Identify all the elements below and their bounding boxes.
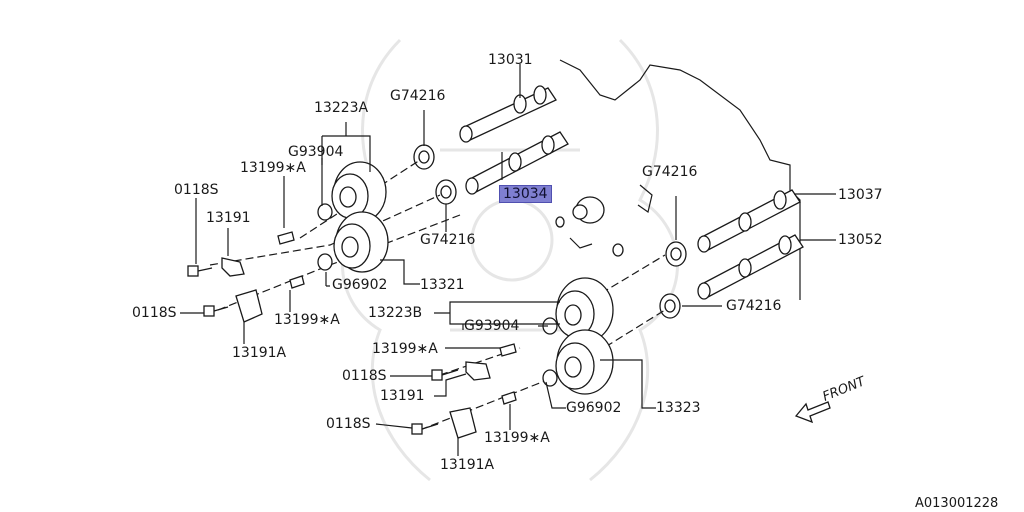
camshaft-part-13034 xyxy=(555,184,653,257)
oil-seal-inner xyxy=(670,247,682,261)
cam-sprocket-13223B xyxy=(555,277,614,343)
part-number-0118S[interactable]: 0118S xyxy=(326,416,371,432)
bolt-0118S xyxy=(411,423,439,435)
part-number-g96902[interactable]: G96902 xyxy=(566,400,622,416)
part-number-0118S[interactable]: 0118S xyxy=(174,182,219,198)
cylinder-head-outline xyxy=(559,59,801,300)
bolt-13199A xyxy=(499,343,517,357)
o-ring-g96902-top xyxy=(317,253,333,271)
part-number-13223A[interactable]: 13223A xyxy=(314,100,369,116)
part-number-13191[interactable]: 13191 xyxy=(206,210,251,226)
cam-sprocket-13323 xyxy=(555,329,614,395)
o-ring-g96902-low xyxy=(542,369,558,387)
part-number-13191A[interactable]: 13191A xyxy=(232,345,287,361)
camshaft-13034 xyxy=(465,131,569,195)
oil-seal-inner xyxy=(664,299,676,313)
part-number-13323[interactable]: 13323 xyxy=(656,400,701,416)
plate-13191A-top xyxy=(235,289,263,323)
bolt-13199A xyxy=(289,275,305,289)
leader-lines xyxy=(180,64,836,456)
part-number-g93904[interactable]: G93904 xyxy=(288,144,344,160)
part-number-13199A[interactable]: 13199∗A xyxy=(484,430,550,446)
front-arrow-icon xyxy=(794,401,831,424)
camshaft-13031 xyxy=(459,85,557,143)
bolt-13199A xyxy=(277,231,295,245)
camshaft-13037 xyxy=(697,189,801,253)
part-number-13321[interactable]: 13321 xyxy=(420,277,465,293)
plate-13191-top xyxy=(221,257,245,277)
part-number-13199A[interactable]: 13199∗A xyxy=(240,160,306,176)
bolt-13199A xyxy=(501,391,517,405)
part-number-g74216[interactable]: G74216 xyxy=(390,88,446,104)
part-number-0118S[interactable]: 0118S xyxy=(342,368,387,384)
part-number-0118S[interactable]: 0118S xyxy=(132,305,177,321)
part-number-13037[interactable]: 13037 xyxy=(838,187,883,203)
part-number-13191[interactable]: 13191 xyxy=(380,388,425,404)
part-number-13034-highlighted[interactable]: 13034 xyxy=(499,185,552,203)
part-number-g93904[interactable]: G93904 xyxy=(464,318,520,334)
part-number-13199A[interactable]: 13199∗A xyxy=(372,341,438,357)
axis-line xyxy=(439,347,521,376)
part-number-g74216[interactable]: G74216 xyxy=(642,164,698,180)
part-number-13199A[interactable]: 13199∗A xyxy=(274,312,340,328)
axis-line xyxy=(559,254,666,319)
oil-seal-inner xyxy=(440,185,452,199)
part-number-13191A[interactable]: 13191A xyxy=(440,457,495,473)
oil-seal-inner xyxy=(418,150,430,164)
o-ring-g93904-top xyxy=(317,203,333,221)
part-number-13052[interactable]: 13052 xyxy=(838,232,883,248)
part-number-g74216[interactable]: G74216 xyxy=(726,298,782,314)
diagram-reference-id: A013001228 xyxy=(915,496,999,511)
axis-line xyxy=(209,194,441,266)
plate-13191-low xyxy=(465,361,491,381)
plate-13191A-low xyxy=(449,407,477,439)
cam-sprocket-13321 xyxy=(333,211,389,273)
part-number-g96902[interactable]: G96902 xyxy=(332,277,388,293)
bolt-0118S xyxy=(431,369,459,381)
part-number-13031[interactable]: 13031 xyxy=(488,52,533,68)
bolt-0118S xyxy=(203,305,229,317)
part-number-13223B[interactable]: 13223B xyxy=(368,305,423,321)
camshaft-13052 xyxy=(697,234,804,300)
part-number-g74216[interactable]: G74216 xyxy=(420,232,476,248)
bolt-0118S xyxy=(187,265,213,277)
